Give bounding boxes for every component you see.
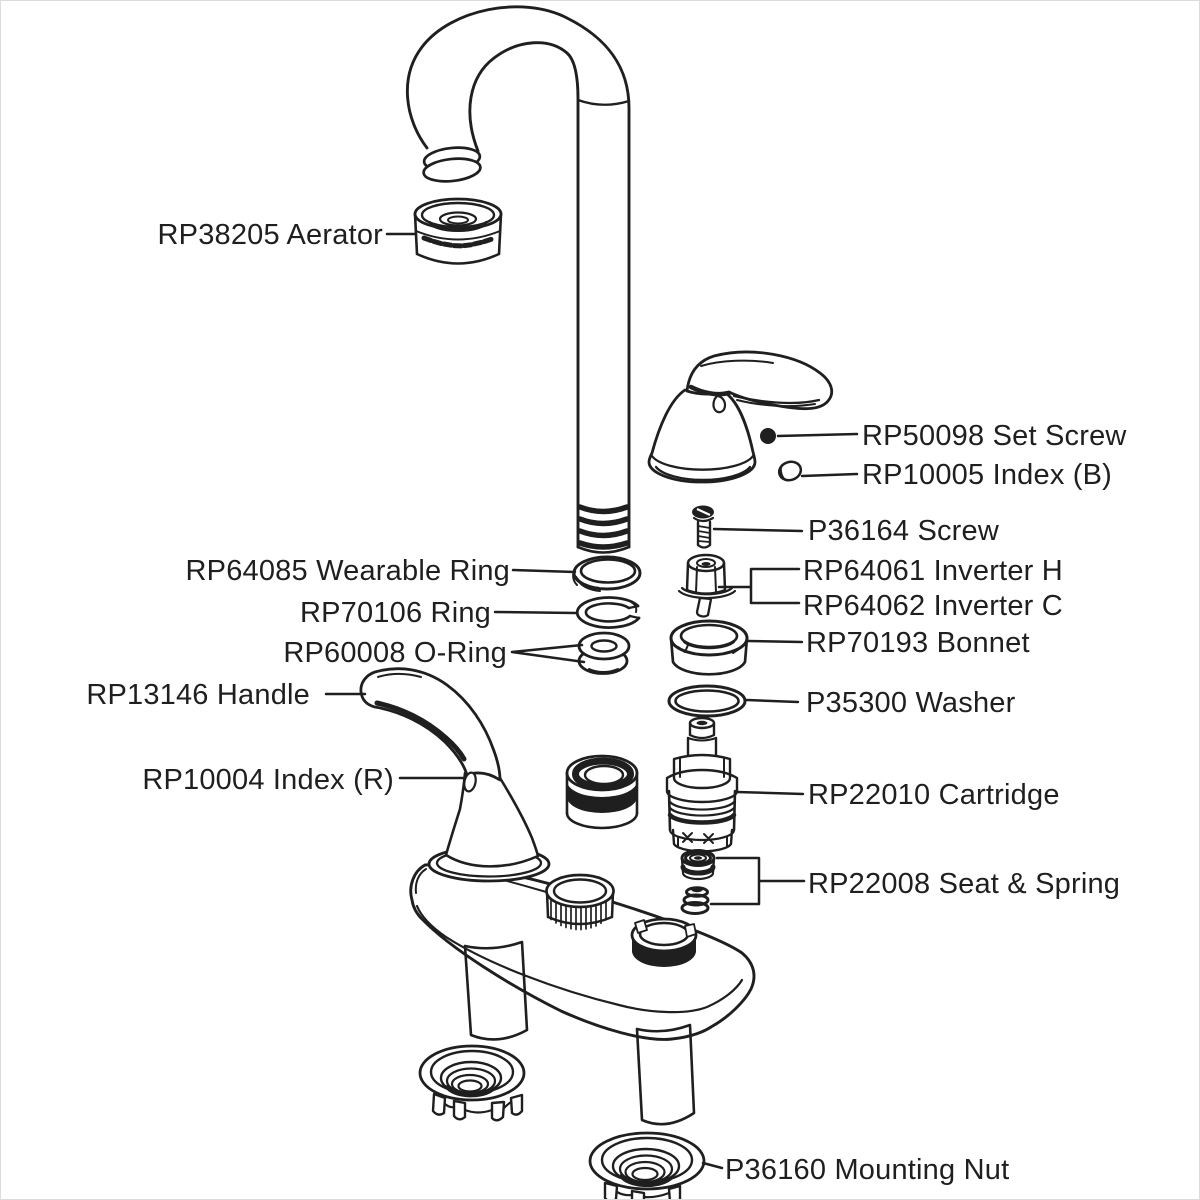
o-rings-drawing xyxy=(577,631,631,675)
part-label-index-b: RP10005 Index (B) xyxy=(862,459,1112,491)
part-label-mounting-nut: P36160 Mounting Nut xyxy=(725,1154,1009,1186)
washer-drawing xyxy=(667,684,747,718)
leader-set-screw xyxy=(776,432,859,438)
threaded-boss-drawing xyxy=(545,873,615,931)
leader-bonnet xyxy=(746,639,804,644)
leader-lines xyxy=(324,232,859,1170)
part-label-inverter-c: RP64062 Inverter C xyxy=(803,590,1063,622)
screw-drawing xyxy=(692,505,715,549)
threaded-shank-right-drawing xyxy=(635,1023,696,1126)
trim-ring-drawing xyxy=(565,754,639,830)
part-labels: RP38205 Aerator RP50098 Set Screw RP1000… xyxy=(86,219,1127,1186)
retaining-ring-drawing xyxy=(575,596,641,629)
wearable-ring-drawing xyxy=(572,555,642,592)
handle-assembly-drawing xyxy=(647,350,834,484)
set-screw-drawing xyxy=(760,428,776,444)
leader-ring xyxy=(493,610,578,615)
index-b-drawing xyxy=(777,460,803,482)
mounting-nut-bottom-drawing xyxy=(588,1131,706,1199)
leader-mounting-nut xyxy=(701,1161,724,1170)
spring-drawing xyxy=(680,886,710,915)
bonnet-drawing xyxy=(669,619,749,676)
cartridge-drawing xyxy=(665,716,739,853)
aerator-band-marking xyxy=(421,235,494,249)
part-label-washer: P35300 Washer xyxy=(806,687,1016,719)
part-label-inverter-h: RP64061 Inverter H xyxy=(803,555,1063,587)
seat-drawing xyxy=(680,849,716,881)
part-label-ring: RP70106 Ring xyxy=(300,597,491,629)
leader-seat-spring-bracket xyxy=(709,856,806,906)
leader-cartridge xyxy=(735,790,805,796)
part-label-wearable-ring: RP64085 Wearable Ring xyxy=(186,555,510,587)
inverter-drawing xyxy=(677,553,737,618)
part-label-seat-spring: RP22008 Seat & Spring xyxy=(808,868,1120,900)
leader-index-b xyxy=(800,472,859,478)
leader-wearable-ring xyxy=(511,568,577,574)
leader-washer xyxy=(745,698,800,704)
gooseneck-spout-drawing xyxy=(405,5,631,554)
part-label-set-screw: RP50098 Set Screw xyxy=(862,420,1127,452)
part-label-cartridge: RP22010 Cartridge xyxy=(808,779,1060,811)
threaded-shank-left-drawing xyxy=(463,940,529,1041)
leader-o-ring xyxy=(510,643,586,664)
leader-inverter-bracket xyxy=(717,567,801,605)
part-label-bonnet: RP70193 Bonnet xyxy=(806,627,1030,659)
part-label-handle: RP13146 Handle xyxy=(86,679,310,711)
leader-screw xyxy=(712,527,804,533)
part-label-aerator: RP38205 Aerator xyxy=(158,219,384,251)
valve-collar-drawing xyxy=(630,917,698,967)
part-label-screw: P36164 Screw xyxy=(808,515,1000,547)
part-label-index-r: RP10004 Index (R) xyxy=(142,764,394,796)
part-label-o-ring: RP60008 O-Ring xyxy=(283,637,507,669)
aerator-drawing xyxy=(413,197,503,265)
mounting-nut-left-drawing xyxy=(418,1044,526,1122)
lever-handle-drawing xyxy=(359,667,551,883)
